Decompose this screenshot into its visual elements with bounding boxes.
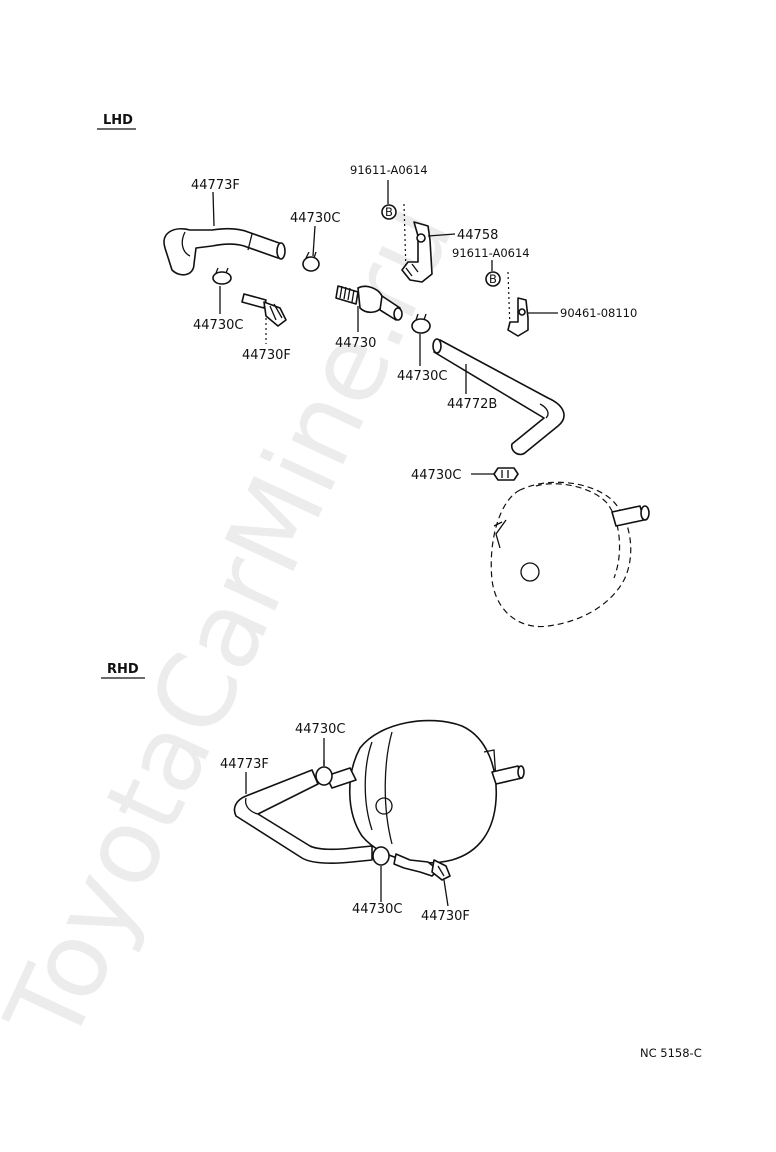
hose-clamp-44730c-rhd-bottom (372, 846, 390, 872)
label-44730c-lhd-mid: 44730C (397, 369, 447, 384)
label-91611-a0614-1: 91611-A0614 (350, 163, 428, 177)
union-44730f-lhd (241, 293, 287, 327)
label-44730: 44730 (335, 336, 376, 351)
label-44730c-rhd-top: 44730C (295, 722, 345, 737)
hose-clamp-44730c-lhd-left (212, 267, 232, 285)
hose-clamp-44730c-lhd-booster (493, 467, 519, 481)
label-44730c-lhd-top: 44730C (290, 211, 340, 226)
brake-booster-rhd (325, 719, 525, 877)
label-44773f-lhd: 44773F (191, 178, 240, 193)
label-90461-08110: 90461-08110 (560, 306, 637, 320)
bolt-marker-2: B (489, 272, 497, 286)
watermark: ToyotaCarMine.ru (0, 186, 477, 1062)
label-44772b: 44772B (447, 397, 497, 412)
bolt-91611-a0614-2: B (485, 271, 501, 287)
label-44730c-lhd-left: 44730C (193, 318, 243, 333)
union-44730f-rhd (431, 859, 451, 881)
label-91611-a0614-2: 91611-A0614 (452, 246, 530, 260)
vacuum-hose-44773f-rhd (233, 769, 373, 864)
bolt-axis-1 (403, 203, 407, 273)
hose-clamp-44730c-lhd-mid (411, 313, 431, 334)
hose-clamp-44730c-lhd-top (302, 251, 320, 272)
label-44773f-rhd: 44773F (220, 757, 269, 772)
section-label-lhd: LHD (103, 113, 133, 128)
label-44730c-lhd-booster: 44730C (411, 468, 461, 483)
diagram-code: NC 5158-C (640, 1046, 702, 1060)
label-44730c-rhd-bottom: 44730C (352, 902, 402, 917)
clip-90461-08110 (507, 297, 529, 337)
bolt-marker-1: B (385, 205, 393, 219)
brake-booster-lhd (490, 481, 650, 628)
label-44730f-rhd: 44730F (421, 909, 470, 924)
vacuum-hose-44773f-lhd (163, 227, 286, 276)
leader-lines (212, 180, 558, 907)
section-label-rhd: RHD (107, 662, 139, 677)
check-valve-44730 (335, 285, 403, 321)
label-44730f-lhd: 44730F (242, 348, 291, 363)
bolt-91611-a0614-1: B (381, 204, 397, 220)
label-44758: 44758 (457, 228, 498, 243)
